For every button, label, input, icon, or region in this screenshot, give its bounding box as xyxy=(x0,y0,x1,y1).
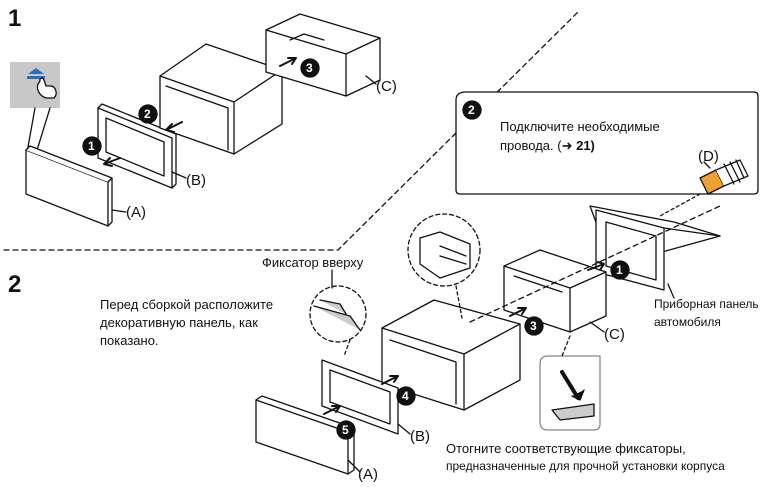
mounting-sleeve-c-step1 xyxy=(265,13,381,97)
leader-c1 xyxy=(365,75,377,85)
bend-note-line2: предназначенные для прочной установки ко… xyxy=(446,459,725,473)
trim-frame-b-step2 xyxy=(321,359,399,435)
section-divider xyxy=(3,11,579,251)
step2-badge-4-label: 4 xyxy=(402,389,409,403)
leader-dashboard xyxy=(667,283,675,299)
leader-c2 xyxy=(589,321,605,333)
callout-page-ref: 21) xyxy=(572,138,595,153)
step2-badge-3-label: 3 xyxy=(530,319,537,333)
insertion-guide xyxy=(469,205,721,323)
step2-badge-3 xyxy=(524,316,544,336)
label-c-step1: (C) xyxy=(376,78,397,95)
label-b-step2: (B) xyxy=(410,428,430,445)
step1-badge-1 xyxy=(82,136,102,156)
step2-arrows xyxy=(323,261,605,415)
mounting-sleeve-c-step2 xyxy=(503,249,607,333)
leader-a2 xyxy=(347,459,361,473)
faceplate-a-step1 xyxy=(25,145,113,227)
callout-text-line1: Подключите необходимые xyxy=(500,119,660,134)
instruction-line-1: Перед сборкой расположите xyxy=(100,297,274,312)
leader-b1 xyxy=(171,171,187,179)
step1-badge-2 xyxy=(138,104,158,124)
callout-text-line2-main: провода. ( xyxy=(500,138,562,153)
main-unit-step2 xyxy=(381,299,521,411)
zoom-detail-connectors xyxy=(407,213,481,319)
bend-note-line1: Отогните соответствующие фиксаторы, xyxy=(446,441,686,456)
leader-b2 xyxy=(397,423,411,435)
label-a-step2: (A) xyxy=(358,466,378,483)
step1-arrows xyxy=(103,57,297,167)
leader-a1 xyxy=(111,209,127,213)
step-number-2: 2 xyxy=(8,271,22,298)
step1-badge-3-label: 3 xyxy=(306,61,313,75)
step2-badge-5-label: 5 xyxy=(342,423,349,437)
page-ref-arrow-icon: ➜ xyxy=(561,138,573,153)
bend-tab-detail xyxy=(539,335,601,431)
step-number-1: 1 xyxy=(8,5,22,32)
dashboard-label-line1: Приборная панель xyxy=(654,297,759,311)
dashboard-label-line2: автомобиля xyxy=(654,315,721,329)
callout-badge-label: 2 xyxy=(468,103,475,117)
release-button-icon xyxy=(10,62,60,161)
step2-badge-5 xyxy=(336,420,356,440)
instruction-line-3: показано. xyxy=(100,333,159,348)
label-c-step2: (C) xyxy=(604,326,625,343)
label-d: (D) xyxy=(698,148,719,165)
step1-badge-2-label: 2 xyxy=(144,107,151,121)
step1-badge-3 xyxy=(300,58,320,78)
latch-up-label: Фиксатор вверху xyxy=(262,255,364,270)
instruction-line-2: декоративную панель, как xyxy=(100,315,258,330)
label-b-step1: (B) xyxy=(186,172,206,189)
step2-badge-1-label: 1 xyxy=(616,263,623,277)
label-a-step1: (A) xyxy=(126,204,146,221)
connector-d-icon xyxy=(699,159,749,195)
callout-text-line2: провода. (➜ 21) xyxy=(500,137,595,154)
step2-badge-4 xyxy=(396,386,416,406)
wiring-callout-box xyxy=(455,91,759,217)
step2-badge-1 xyxy=(610,260,630,280)
zoom-detail-latch xyxy=(309,269,367,357)
step1-badge-1-label: 1 xyxy=(88,139,95,153)
dashboard-opening xyxy=(589,205,721,291)
sleeve-box-step1 xyxy=(159,43,283,155)
